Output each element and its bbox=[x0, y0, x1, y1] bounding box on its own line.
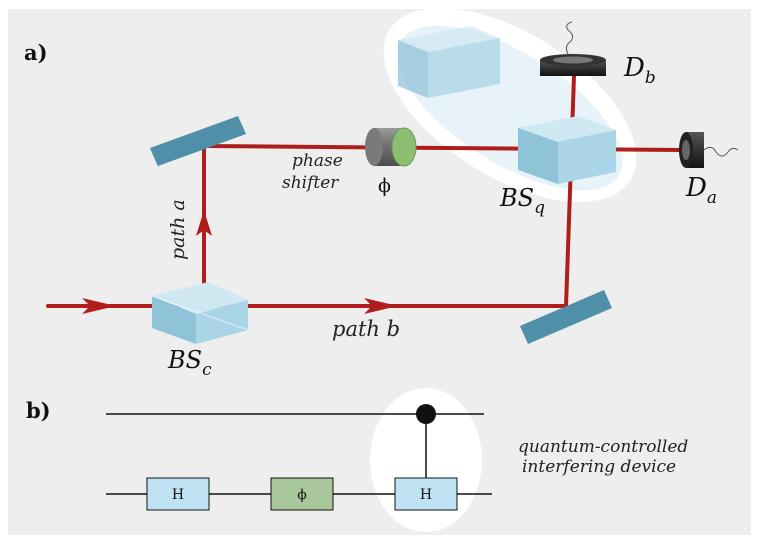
gate-phi bbox=[270, 477, 334, 511]
caption-line1: quantum-controlled bbox=[518, 437, 688, 457]
detector-a bbox=[679, 132, 739, 168]
detector-b bbox=[540, 21, 606, 76]
gate-h2-label: H bbox=[420, 487, 432, 503]
phase-shifter-label-line2: shifter bbox=[282, 173, 339, 193]
path-b-label: path b bbox=[332, 317, 400, 341]
caption-line2: interfering device bbox=[522, 457, 676, 477]
mirror-top-left bbox=[150, 116, 246, 170]
control-dot bbox=[416, 404, 436, 424]
panel-b-label: b) bbox=[26, 398, 51, 423]
beamsplitter-bsq bbox=[518, 116, 616, 184]
bsc-label: BSc bbox=[167, 346, 212, 380]
alternate-beamsplitter bbox=[398, 26, 500, 98]
input-arrow bbox=[82, 298, 116, 314]
panel-a-label: a) bbox=[24, 40, 48, 65]
path-a-label: path a bbox=[167, 199, 189, 260]
mirror-bottom-right bbox=[520, 290, 612, 344]
gate-h2 bbox=[394, 477, 458, 511]
gate-h1 bbox=[146, 477, 210, 511]
gate-phi-label: ϕ bbox=[297, 487, 307, 503]
phase-shifter bbox=[365, 127, 417, 167]
gate-h1-label: H bbox=[172, 487, 184, 503]
phase-shifter-label-line1: phase bbox=[292, 151, 343, 171]
path-a-arrow bbox=[196, 210, 212, 236]
bsq-label: BSq bbox=[499, 184, 545, 218]
beamsplitter-bsc bbox=[151, 282, 249, 344]
detector-b-label: Db bbox=[623, 53, 656, 88]
path-b-arrow bbox=[364, 298, 398, 314]
panel-a-background bbox=[8, 9, 751, 391]
phase-symbol-label: ϕ bbox=[378, 175, 391, 197]
detector-a-label: Da bbox=[685, 173, 717, 208]
